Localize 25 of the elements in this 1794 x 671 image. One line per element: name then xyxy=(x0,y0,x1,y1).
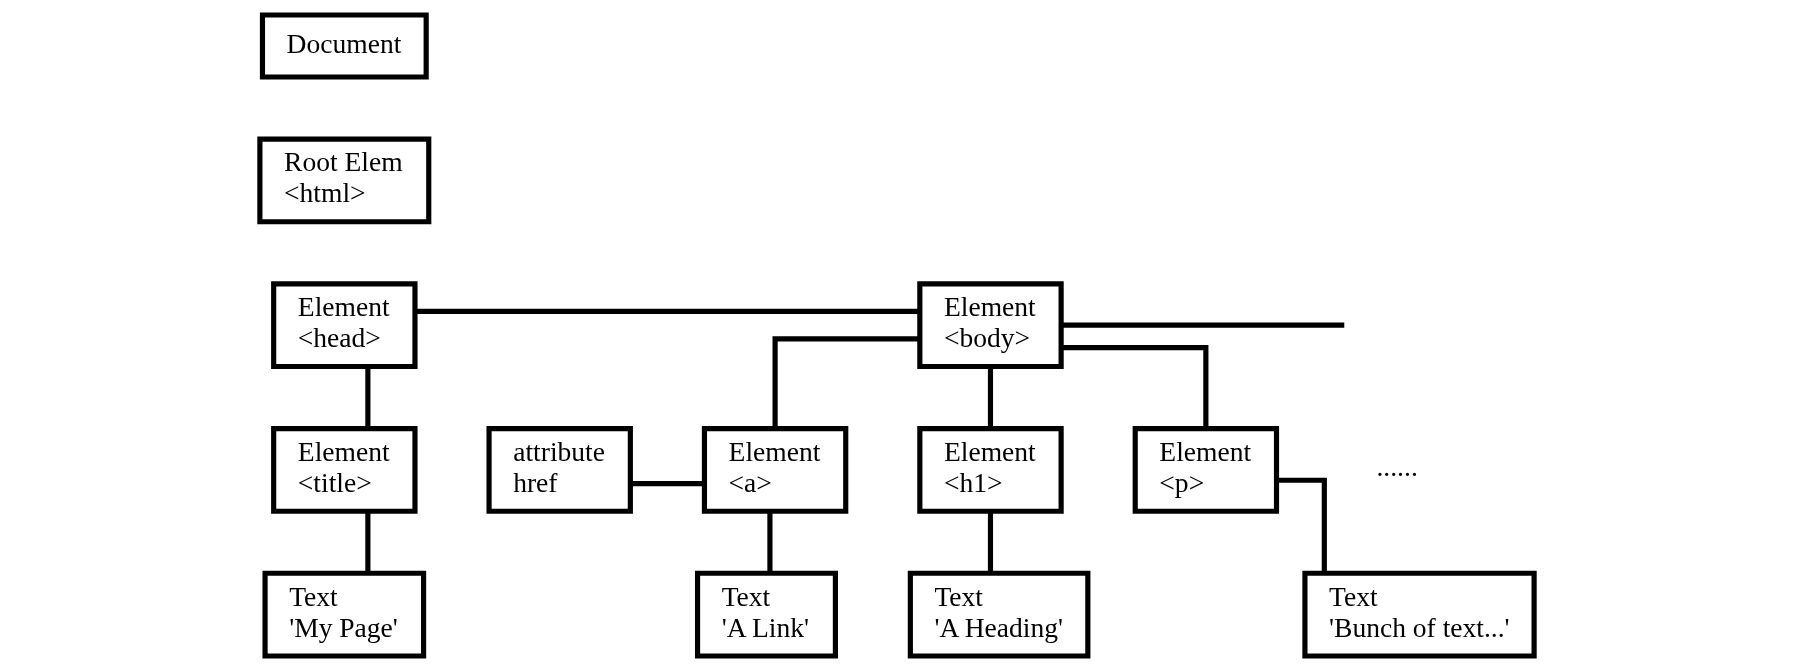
node-box: Element <head> xyxy=(271,281,418,370)
node-box: Document xyxy=(259,12,429,80)
node-box: Element <p> xyxy=(1132,425,1280,514)
node-box: Text 'My Page' xyxy=(262,570,427,659)
node-box: Text 'A Link' xyxy=(694,570,838,659)
node-box: attribute href xyxy=(486,425,633,514)
node-box: Element <h1> xyxy=(917,425,1064,514)
node-box: Element <a> xyxy=(701,425,849,514)
connector xyxy=(1276,477,1327,573)
node-box: Element <body> xyxy=(917,281,1064,370)
connector xyxy=(1061,344,1209,429)
node-box: Text 'Bunch of text...' xyxy=(1302,570,1537,659)
label: ...... xyxy=(1376,451,1418,483)
connector xyxy=(365,511,371,573)
node-box: Text 'A Heading' xyxy=(907,570,1091,659)
connector xyxy=(772,336,920,429)
connector xyxy=(987,367,994,429)
connector xyxy=(415,308,920,314)
connector xyxy=(987,511,994,573)
node-box: Root Elem <html> xyxy=(257,136,432,225)
connector xyxy=(767,511,773,573)
connector xyxy=(630,481,705,487)
connector xyxy=(365,367,371,429)
connector xyxy=(1061,322,1345,328)
node-box: Element <title> xyxy=(271,425,418,514)
